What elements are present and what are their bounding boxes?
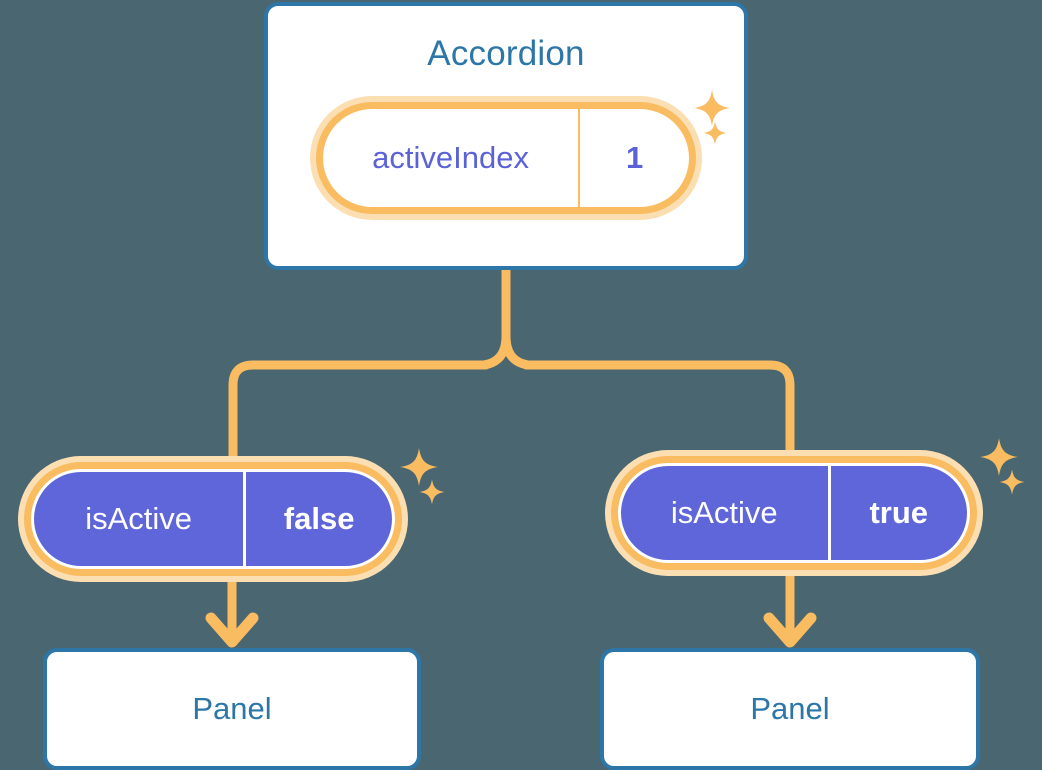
component-card-panel-left[interactable]: Panel bbox=[43, 648, 421, 770]
pill-ring: isActive false bbox=[24, 462, 402, 576]
tree-fork-connector bbox=[228, 270, 795, 467]
pill-body: isActive true bbox=[618, 463, 970, 563]
sparkle-four-point-icon bbox=[980, 438, 1018, 476]
state-pill-isactive-right[interactable]: isActive true bbox=[605, 450, 983, 576]
pill-divider bbox=[578, 109, 581, 207]
page-title: Accordion bbox=[427, 34, 585, 73]
state-key-label: activeIndex bbox=[372, 140, 529, 175]
pill-ring: isActive true bbox=[611, 456, 977, 570]
arrow-down-icon bbox=[205, 580, 259, 648]
panel-title: Panel bbox=[750, 691, 830, 726]
state-value-label: true bbox=[869, 495, 929, 530]
arrow-down-icon bbox=[763, 576, 817, 648]
pill-body: activeIndex 1 bbox=[323, 109, 689, 207]
pill-body: isActive false bbox=[31, 469, 395, 569]
pill-divider bbox=[827, 466, 831, 560]
state-value-label: false bbox=[283, 501, 355, 536]
state-pill-activeindex[interactable]: activeIndex 1 bbox=[310, 96, 702, 220]
pill-ring: activeIndex 1 bbox=[316, 102, 696, 214]
panel-title: Panel bbox=[192, 691, 272, 726]
sparkle-four-point-small-icon bbox=[999, 469, 1025, 495]
component-card-panel-right[interactable]: Panel bbox=[600, 648, 980, 770]
state-key-label: isActive bbox=[670, 495, 778, 530]
state-key-label: isActive bbox=[85, 501, 193, 536]
pill-divider bbox=[243, 472, 247, 566]
state-pill-isactive-left[interactable]: isActive false bbox=[18, 456, 408, 582]
sparkle-four-point-small-icon bbox=[419, 479, 445, 505]
state-value-label: 1 bbox=[625, 140, 644, 175]
sparkle-four-point-icon bbox=[400, 448, 438, 486]
